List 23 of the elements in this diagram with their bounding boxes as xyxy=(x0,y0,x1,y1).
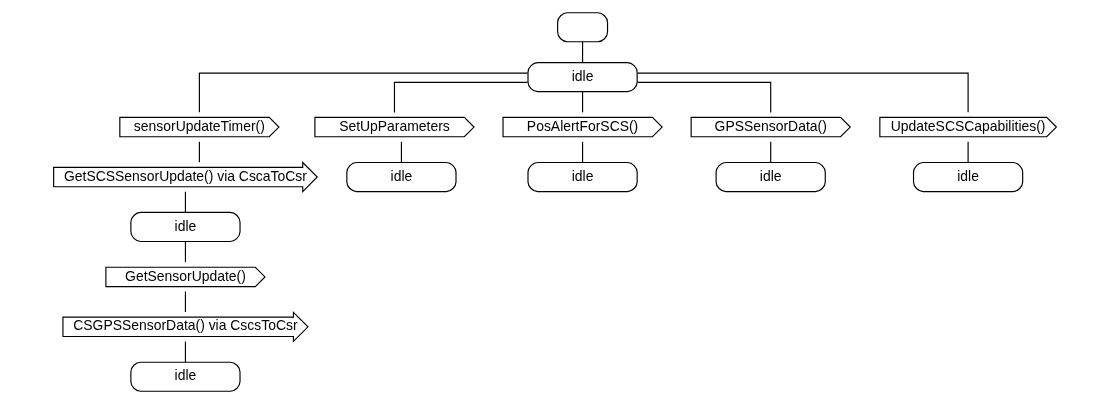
connector xyxy=(400,141,402,163)
connector xyxy=(636,81,771,114)
connector xyxy=(184,241,186,263)
connector xyxy=(769,141,771,163)
node-box: idle xyxy=(715,161,826,193)
connector xyxy=(198,72,528,113)
node-box: idle xyxy=(526,62,638,93)
connector xyxy=(393,81,528,114)
connector xyxy=(581,41,583,63)
connector xyxy=(967,141,969,163)
connector xyxy=(636,72,969,113)
connector xyxy=(184,340,186,363)
connector xyxy=(581,141,583,163)
node-box: idle xyxy=(912,161,1023,193)
node-box xyxy=(556,12,608,43)
node-box: idle xyxy=(526,161,638,193)
node-box: idle xyxy=(345,161,457,193)
connector xyxy=(184,191,186,213)
node-box: idle xyxy=(129,361,241,392)
connector xyxy=(184,291,186,313)
connector xyxy=(198,141,200,163)
connector xyxy=(581,91,583,113)
node-box: idle xyxy=(129,211,241,243)
